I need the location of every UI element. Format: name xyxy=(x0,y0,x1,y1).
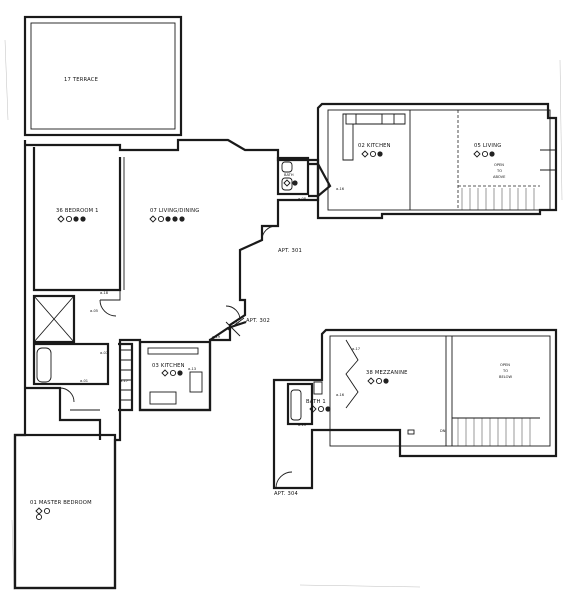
note-dn: DN xyxy=(440,429,446,433)
room-label-terrace: 17 TERRACE xyxy=(64,77,98,83)
unit-labels: APT. 301 APT. 302 APT. 304 xyxy=(246,248,302,497)
note-open-below-2: TO xyxy=(502,369,508,373)
lower-apartment-walls xyxy=(272,328,558,490)
room-label-kitchen-upper: 02 KITCHEN xyxy=(358,143,391,149)
room-label-living-upper: 05 LIVING xyxy=(474,143,501,149)
note-open-above-2: TO xyxy=(496,169,502,173)
unit-label-apt-302: APT. 302 xyxy=(246,318,270,324)
room-label-bath-upper: BATH xyxy=(284,173,294,177)
note-open-above-3: ABOVE xyxy=(493,175,506,179)
note-open-below-1: OPEN xyxy=(500,363,510,367)
tag-2: a-08 xyxy=(298,197,307,201)
room-symbols xyxy=(35,150,495,521)
tag-7: a-17 xyxy=(120,379,128,383)
room-label-master-bedroom: 01 MASTER BEDROOM xyxy=(30,500,92,506)
tag-11: a-19 xyxy=(212,335,221,339)
unit-label-apt-304: APT. 304 xyxy=(274,491,299,497)
tag-8: a-17 xyxy=(352,347,360,351)
tag-6: a-01 xyxy=(80,379,88,383)
tag-12: a-11 xyxy=(232,321,240,325)
main-apartment-walls xyxy=(13,138,332,590)
tag-10: a-15 xyxy=(298,423,306,427)
tag-3: a-18 xyxy=(100,291,109,295)
tag-4: a-05 xyxy=(90,309,98,313)
tag-13: a-13 xyxy=(188,367,196,371)
tag-5: a-07 xyxy=(100,351,108,355)
room-label-bedroom-1: 36 BEDROOM 1 xyxy=(56,208,99,214)
upper-apartment-walls xyxy=(316,102,558,220)
room-label-mezzanine: 38 MEZZANINE xyxy=(366,370,408,376)
room-label-living-dining: 07 LIVING/DINING xyxy=(150,208,199,214)
terrace-area xyxy=(23,15,183,137)
room-label-kitchen-lower: 03 KITCHEN xyxy=(152,363,185,369)
unit-label-apt-301: APT. 301 xyxy=(278,248,302,254)
room-labels: 17 TERRACE 36 BEDROOM 1 07 LIVING/DINING… xyxy=(30,77,501,506)
scan-texture xyxy=(4,39,563,591)
open-notes: OPEN TO ABOVE OPEN TO BELOW DN xyxy=(440,163,512,433)
tag-9: a-16 xyxy=(336,393,345,397)
note-open-below-3: BELOW xyxy=(499,375,512,379)
note-open-above-1: OPEN xyxy=(494,163,504,167)
tag-1: a-16 xyxy=(336,187,345,191)
element-tags: a-16 a-08 a-18 a-05 a-07 a-01 a-17 a-17 … xyxy=(80,187,360,427)
room-label-bath-1: BATH 1 xyxy=(306,399,326,405)
